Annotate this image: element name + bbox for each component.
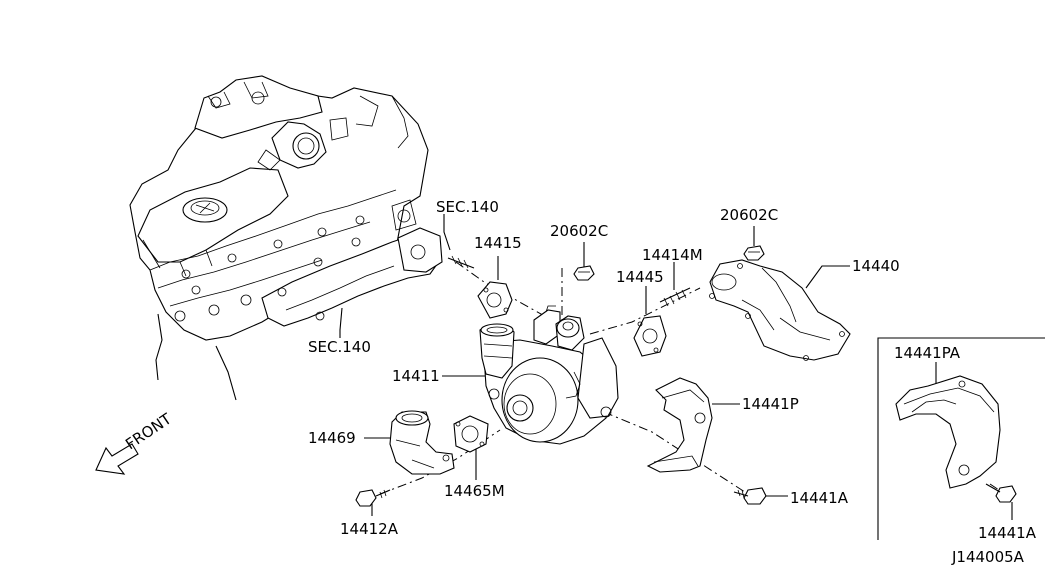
nut-20602c-turbo <box>573 265 595 281</box>
label-14441pa: 14441PA <box>894 344 961 362</box>
gasket-14445 <box>633 315 667 357</box>
stud-14414m <box>659 287 691 307</box>
bolt-14412a <box>355 489 391 507</box>
exhaust-outlet-14440 <box>709 259 851 361</box>
label-14440: 14440 <box>852 257 900 275</box>
label-20602c-turbo: 20602C <box>550 222 608 240</box>
label-14469: 14469 <box>308 429 356 447</box>
outlet-pipe-14469 <box>389 410 455 475</box>
gasket-14415 <box>477 281 513 319</box>
label-14441p: 14441P <box>742 395 799 413</box>
label-sec140-bottom: SEC.140 <box>308 338 371 356</box>
bolt-14441a <box>733 487 767 505</box>
label-14411: 14411 <box>392 367 440 385</box>
bolt-14441a-inset <box>985 483 1017 503</box>
label-front: FRONT <box>122 409 175 453</box>
label-20602c-outlet: 20602C <box>720 206 778 224</box>
label-14412a: 14412A <box>340 520 399 538</box>
turbocharger-14411 <box>479 305 619 445</box>
label-14441a-inset: 14441A <box>978 524 1037 542</box>
label-14465m: 14465M <box>444 482 505 500</box>
front-direction-arrow <box>95 443 139 475</box>
nut-20602c-outlet <box>743 245 765 261</box>
heat-shield-14441pa <box>895 375 1001 489</box>
label-14414m: 14414M <box>642 246 703 264</box>
label-14441a: 14441A <box>790 489 849 507</box>
inset-panel <box>877 337 1045 540</box>
label-14445: 14445 <box>616 268 664 286</box>
engine-cylinder-head-assembly <box>129 75 443 401</box>
heat-shield-14441p <box>646 377 713 473</box>
label-14415: 14415 <box>474 234 522 252</box>
label-sec140-top: SEC.140 <box>436 198 499 216</box>
diagram-code: J144005A <box>951 548 1025 566</box>
gasket-14465m <box>453 415 489 453</box>
